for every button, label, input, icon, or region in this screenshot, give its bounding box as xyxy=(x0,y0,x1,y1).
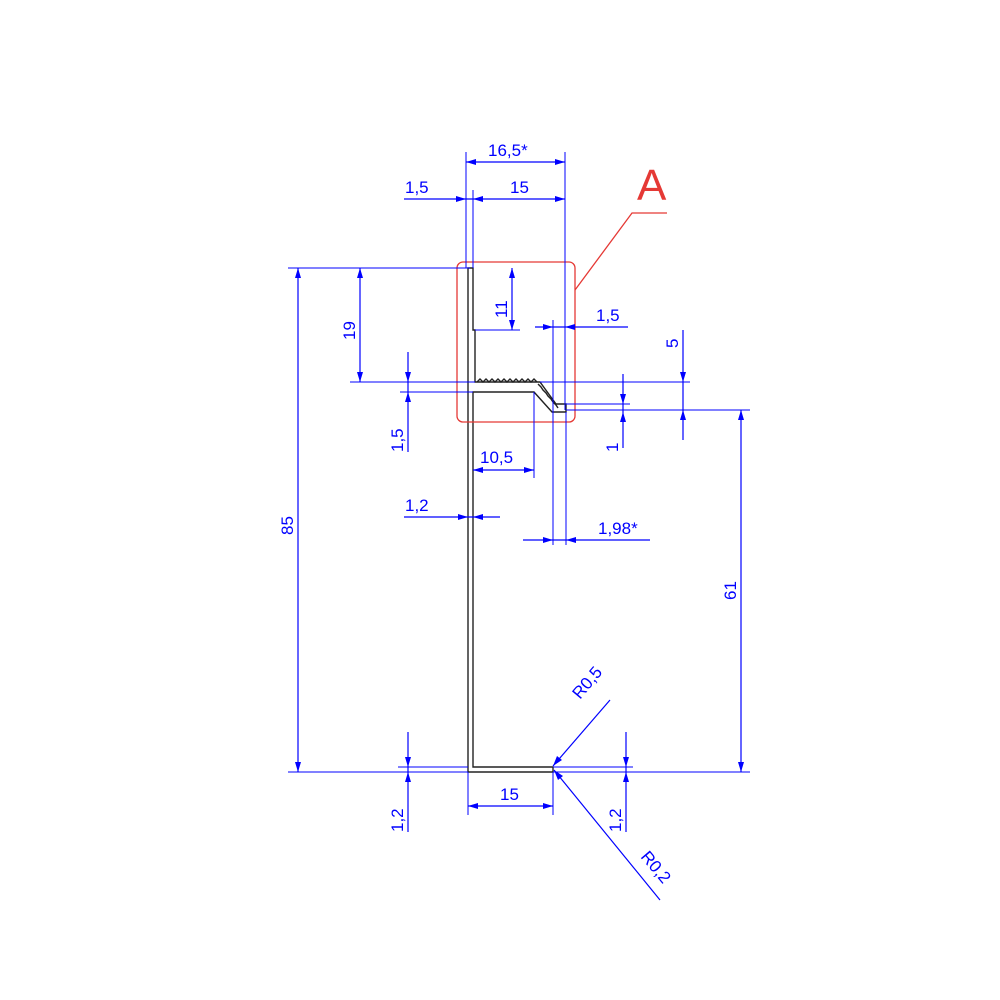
dim-bottom-flange-width-label: 15 xyxy=(500,785,519,804)
dim-bottom-thickness-left-label: 1,2 xyxy=(388,808,407,832)
dim-web-thickness: 1,2 xyxy=(404,496,500,520)
dim-overall-height-label: 85 xyxy=(278,516,297,535)
dim-overall-height: 85 xyxy=(278,267,470,773)
dim-bottom-radius: R0,5 xyxy=(552,663,611,767)
dim-step-drop-label: 1 xyxy=(603,443,622,452)
dim-inner-lip-height: 11 xyxy=(475,268,520,331)
detail-a-leader xyxy=(574,212,667,291)
dim-nose-offset-label: 1,5 xyxy=(596,306,620,325)
dim-top-split: 1,5 15 xyxy=(404,178,565,268)
dim-web-thickness-label: 1,2 xyxy=(405,496,429,515)
detail-a-label: A xyxy=(637,161,667,210)
dim-ledge-width-label: 10,5 xyxy=(480,448,513,467)
dim-inner-lip-height-label: 11 xyxy=(492,300,511,318)
dim-bottom-thickness-left: 1,2 xyxy=(388,732,468,832)
dim-nose-projection-label: 1,98* xyxy=(598,519,638,538)
dim-ledge-thickness-label: 1,5 xyxy=(388,428,407,452)
dim-step-height: 5 xyxy=(540,330,750,440)
dim-bottom-radius-label: R0,5 xyxy=(569,663,607,703)
dim-web-height: 61 xyxy=(553,410,750,773)
dim-flange-thickness-top-label: 1,5 xyxy=(405,178,429,197)
dim-top-lip-height: 19 xyxy=(340,268,475,383)
dim-top-lip-height-label: 19 xyxy=(340,321,359,340)
dim-step-drop: 1 xyxy=(566,374,630,452)
dim-web-height-label: 61 xyxy=(721,581,740,600)
profile-outline xyxy=(467,267,567,773)
dim-top-lip-width-label: 15 xyxy=(510,178,529,197)
dim-bottom-flange-width: 15 xyxy=(467,772,554,815)
dim-ledge-thickness: 1,5 xyxy=(388,352,473,452)
dim-total-width-label: 16,5* xyxy=(488,141,528,160)
dim-step-height-label: 5 xyxy=(663,339,682,348)
detail-a-box xyxy=(456,261,576,423)
dim-bottom-thickness-right: 1,2 xyxy=(553,732,633,832)
dim-tip-radius: R0,2 xyxy=(553,769,675,901)
dim-tip-radius-label: R0,2 xyxy=(637,847,675,887)
dim-total-width: 16,5* xyxy=(465,141,566,410)
dim-ledge-width: 10,5 xyxy=(473,392,535,478)
detail-a-marker: A xyxy=(456,161,667,423)
dim-bottom-thickness-right-label: 1,2 xyxy=(606,808,625,832)
dim-nose-projection: 1,98* xyxy=(523,412,650,545)
dim-nose-offset: 1,5 xyxy=(535,306,628,545)
